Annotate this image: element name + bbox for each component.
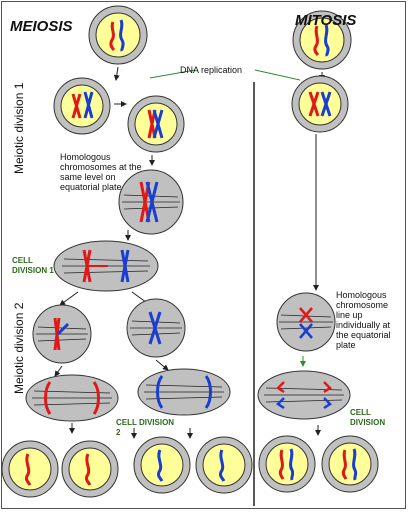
cell-division-2-label: CELL DIVISION 2 [116, 418, 175, 437]
mitosis-daughter-cell-left [258, 435, 316, 493]
meiosis-metaphase-2-cell-right [126, 298, 186, 358]
arrow [155, 359, 169, 371]
mitosis-metaphase-cell [276, 292, 336, 352]
dna-replication-label: DNA replication [180, 65, 243, 75]
mitosis-parent-cell [292, 10, 352, 70]
arrow [59, 291, 79, 306]
meiotic-division-1-label: Meiotic division 1 [12, 82, 26, 174]
arrow [113, 66, 120, 81]
cell-division-1-label: CELL DIVISION 1 [12, 256, 54, 275]
meiosis-metaphase-2-cell-left [32, 304, 92, 364]
mitosis-title: MITOSIS [295, 12, 357, 29]
meiosis-pairing-cell [127, 95, 185, 153]
gamete-cell-3 [133, 436, 191, 494]
dna-replication-pointer-left [149, 69, 196, 79]
meiosis-metaphase-1-cell [118, 169, 184, 235]
meiosis-parent-cell [88, 5, 148, 65]
cell-division-label: CELL DIVISION [350, 408, 386, 427]
arrow [54, 365, 63, 377]
homologous-individual-note: Homologous chromosome line up individual… [336, 290, 391, 350]
gamete-cell-2 [61, 440, 119, 498]
dna-replication-pointer-right [254, 69, 301, 81]
gamete-cell-4 [195, 436, 253, 494]
meiosis-title: MEIOSIS [10, 18, 73, 35]
meiotic-division-2-label: Meiotic division 2 [12, 302, 26, 394]
meiosis-anaphase-1-cell [53, 240, 159, 292]
mitosis-replicated-cell [291, 75, 349, 133]
meiosis-anaphase-2-cell-left [25, 374, 119, 422]
mitosis-daughter-cell-right [321, 435, 379, 493]
mitosis-anaphase-cell [257, 370, 351, 420]
meiosis-replicated-cell [53, 77, 111, 135]
gamete-cell-1 [1, 440, 59, 498]
homologous-equatorial-note: Homologous chromosomes at the same level… [60, 152, 142, 192]
meiosis-anaphase-2-cell-right [137, 368, 231, 416]
